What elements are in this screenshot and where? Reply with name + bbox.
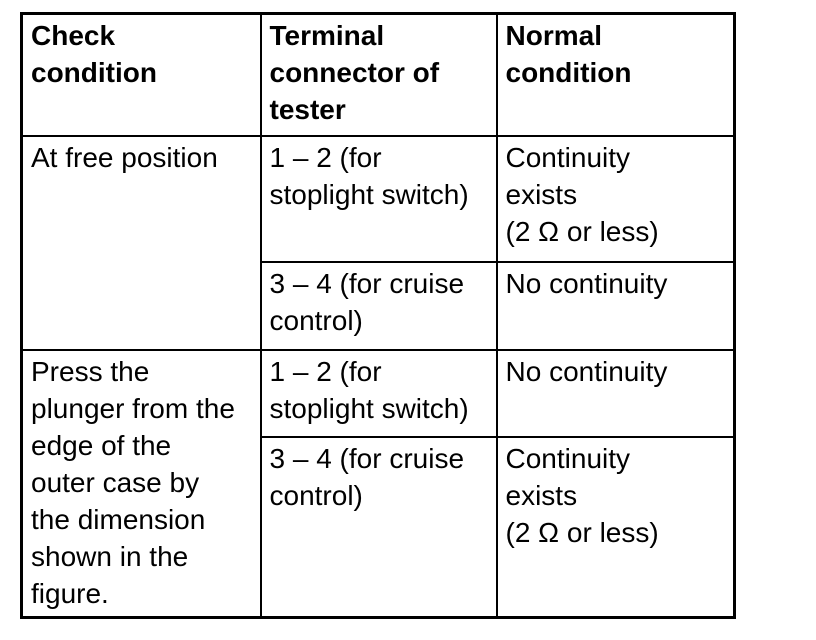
cell-normal-pressed-1-2: No continuity: [495, 348, 736, 438]
cell-normal-free-1-2: Continuity exists (2 Ω or less): [495, 134, 736, 263]
continuity-check-table: Check condition Terminal connector of te…: [20, 12, 736, 619]
cell-terminal-pressed-3-4: 3 – 4 (for cruise control): [259, 435, 498, 619]
cell-check-condition-free-position: At free position: [20, 134, 262, 351]
header-check-condition: Check condition: [20, 12, 262, 137]
header-terminal-connector: Terminal connector of tester: [259, 12, 498, 137]
table-row-free-position-2: 3 – 4 (for cruise control) No continuity: [22, 260, 736, 351]
table-header-row: Check condition Terminal connector of te…: [20, 12, 736, 137]
cell-terminal-pressed-1-2: 1 – 2 (for stoplight switch): [259, 348, 498, 438]
table-row-pressed-2: 3 – 4 (for cruise control) Continuity ex…: [22, 435, 736, 619]
cell-normal-pressed-3-4: Continuity exists (2 Ω or less): [495, 435, 736, 619]
table-row-pressed-1: Press the plunger from the edge of the o…: [20, 348, 736, 619]
table-row-free-position-1: At free position 1 – 2 (for stoplight sw…: [20, 134, 736, 351]
cell-normal-free-3-4: No continuity: [495, 260, 736, 351]
cell-check-condition-pressed: Press the plunger from the edge of the o…: [20, 348, 262, 619]
header-normal-condition: Normal condition: [495, 12, 736, 137]
cell-terminal-free-1-2: 1 – 2 (for stoplight switch): [259, 134, 498, 263]
cell-terminal-free-3-4: 3 – 4 (for cruise control): [259, 260, 498, 351]
